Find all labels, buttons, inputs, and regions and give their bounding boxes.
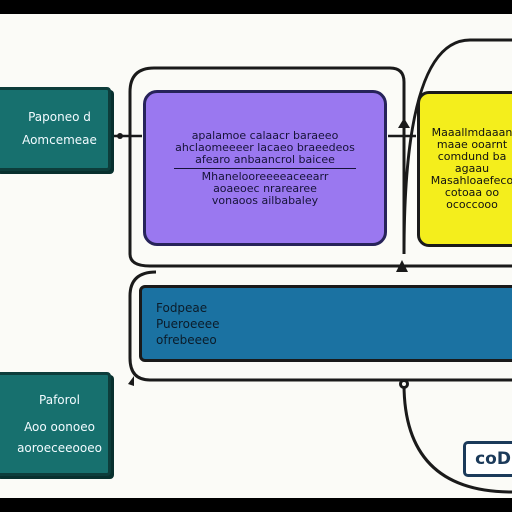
yellow-decision-node[interactable]: Maaallmdaaan maae ooarnt comdund ba agaa… [417,91,512,247]
left-top-node[interactable]: Paponeo d Aomcemeae [0,87,111,171]
node-label: Paforol [39,392,80,407]
node-label: maae ooarnt [436,138,508,151]
diagram-canvas: Paponeo d Aomcemeae apalamoe calaacr bar… [0,14,512,498]
right-arc-top [402,38,512,255]
left-bottom-node[interactable]: Paforol Aoo oonoeo aoroeceeooeo [0,372,111,476]
connector-lines [112,38,512,494]
purple-process-node[interactable]: apalamoe calaacr baraeeo ahclaomeeeer la… [143,90,387,246]
node-label: Masahloaefeco [430,174,512,187]
node-label: ahclaomeeeer lacaeo braeedeos [175,140,355,154]
arrow-head [396,260,408,272]
connector-dot [117,133,123,139]
node-label: comdund ba [437,150,507,163]
node-sublabel: aoaeoec nrarearee [213,181,317,195]
arrow-head [128,376,134,386]
node-label: Aoo oonoeo [24,419,95,434]
tag-label-box[interactable]: coD [463,441,512,477]
node-label: cotoaa oo [444,186,500,199]
tag-label: coD [475,449,511,469]
node-divider [174,167,356,169]
top-container-bottom [128,253,512,268]
node-label: Pueroeeee [156,316,220,331]
top-container-outline [128,66,406,254]
node-label: afearo anbaancrol baicee [195,152,335,166]
node-label: aoroeceeooeo [17,440,102,455]
node-label: Fodpeae [156,300,208,315]
node-label: agaau [454,162,490,175]
node-label: ococcooo [446,198,498,211]
arrow-head [398,118,410,128]
node-label: Paponeo d [28,110,91,124]
node-label: Maaallmdaaan [431,126,512,139]
connector-dot [402,382,406,386]
node-label: Aomcemeae [22,133,97,147]
node-label: ofrebeeeo [156,332,217,347]
node-sublabel: Mhanelooreeeeaceearr [201,169,329,183]
bottom-right-loop [402,383,512,494]
bottom-container-outline [128,270,512,382]
node-label: apalamoe calaacr baraeeo [191,128,339,142]
blue-band-node[interactable]: Fodpeae Pueroeeee ofrebeeeo [139,285,512,362]
node-sublabel: vonaoos ailbabaley [211,193,319,207]
